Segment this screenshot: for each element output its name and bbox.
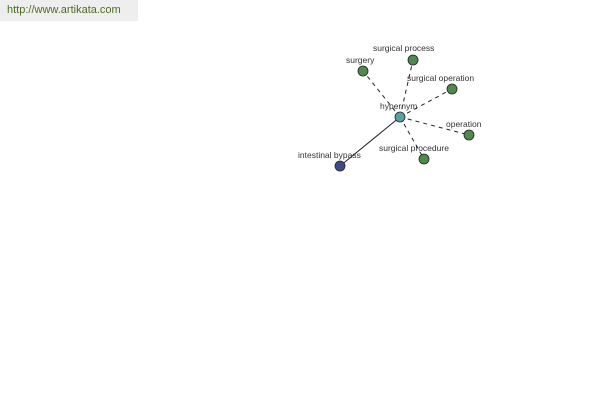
node-label-intestinal-bypass[interactable]: intestinal bypass: [298, 150, 361, 160]
site-url[interactable]: http://www.artikata.com: [0, 0, 138, 21]
node-label-center: hypernym: [380, 101, 417, 111]
node-label-operation[interactable]: operation: [446, 119, 482, 129]
graph-nodes: surgery surgical process surgical operatio…: [298, 43, 482, 172]
node-surgery[interactable]: [357, 65, 369, 77]
edge-operation: [399, 116, 470, 136]
edge-intestinal-bypass: [339, 116, 401, 167]
node-surgical-process[interactable]: [407, 54, 419, 66]
node-operation[interactable]: [463, 129, 475, 141]
edge-surgical-operation: [399, 88, 453, 118]
node-label-surgery[interactable]: surgery: [346, 55, 375, 65]
graph-edges: [339, 59, 470, 167]
edge-surgical-procedure: [399, 116, 425, 160]
node-label-surgical-operation[interactable]: surgical operation: [407, 73, 474, 83]
node-label-surgical-process[interactable]: surgical process: [373, 43, 434, 53]
node-center[interactable]: [394, 111, 406, 123]
node-label-surgical-procedure[interactable]: surgical procedure: [379, 143, 449, 153]
edge-surgical-process: [399, 59, 414, 118]
edge-surgery: [362, 70, 401, 118]
node-surgical-operation[interactable]: [446, 83, 458, 95]
node-surgical-procedure[interactable]: [418, 153, 430, 165]
node-intestinal-bypass[interactable]: [334, 160, 346, 172]
